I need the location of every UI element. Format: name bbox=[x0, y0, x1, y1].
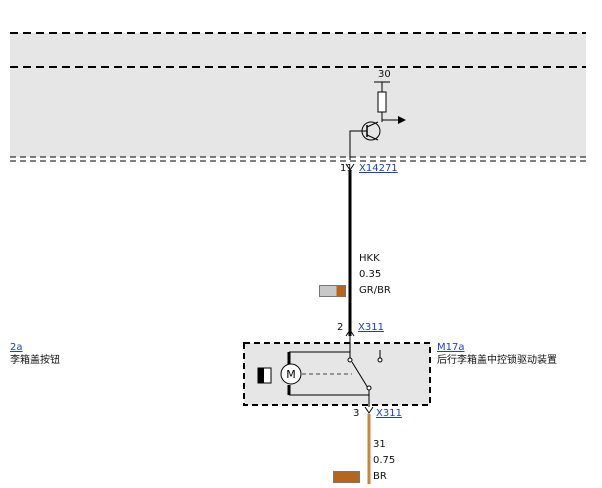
reference-right-name: 后行李箱盖中控锁驱动装置 bbox=[437, 355, 557, 366]
wire-lower-cross-section: 0.75 bbox=[373, 455, 396, 466]
transistor-emitter bbox=[366, 134, 379, 141]
switch-contact-left bbox=[347, 357, 353, 363]
switch-pivot bbox=[366, 385, 372, 391]
wire-upper-color-swatch bbox=[319, 285, 346, 297]
reference-right-link[interactable]: M17a bbox=[437, 342, 465, 353]
wire-lower-color-code: BR bbox=[373, 471, 387, 482]
output-arrow-icon bbox=[398, 116, 406, 124]
wire-upper-color-code: GR/BR bbox=[359, 285, 391, 296]
wire-lower-name: 31 bbox=[373, 439, 386, 450]
reference-left-name: 李箱盖按钮 bbox=[10, 355, 60, 366]
resistor-symbol bbox=[377, 91, 387, 113]
wire-lower-color-swatch bbox=[333, 471, 360, 483]
connector-x311-pin3-number: 3 bbox=[353, 408, 360, 419]
reference-left-link[interactable]: 2a bbox=[10, 342, 23, 353]
motor-icon bbox=[280, 363, 302, 385]
connector-x311-pin2 bbox=[345, 329, 355, 337]
connector-x14271-pin-number: 11 bbox=[340, 163, 353, 174]
supply-terminal-label: 30 bbox=[378, 69, 391, 80]
transistor-collector bbox=[366, 121, 379, 128]
actuator-connector-icon-fill bbox=[258, 368, 264, 383]
control-unit-box bbox=[10, 33, 586, 157]
wire-upper-name: HKK bbox=[359, 253, 380, 264]
connector-x311-pin3-link[interactable]: X311 bbox=[376, 408, 402, 419]
connector-x311-pin2-number: 2 bbox=[337, 322, 344, 333]
switch-lever bbox=[351, 361, 369, 389]
motor-icon-glyph: M bbox=[286, 368, 296, 381]
wire-upper-cross-section: 0.35 bbox=[359, 269, 382, 280]
connector-x311-pin2-link[interactable]: X311 bbox=[358, 322, 384, 333]
connector-x14271-pin bbox=[345, 163, 355, 171]
connector-x14271-link[interactable]: X14271 bbox=[359, 163, 398, 174]
connector-x311-pin3 bbox=[364, 406, 374, 414]
switch-contact-right bbox=[377, 357, 383, 363]
transistor-feed bbox=[349, 130, 355, 160]
